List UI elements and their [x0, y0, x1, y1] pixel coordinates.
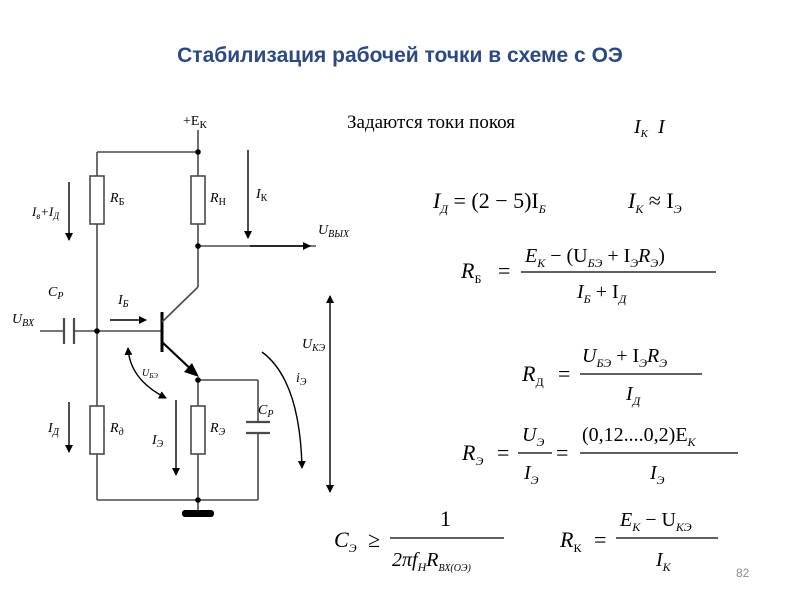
- svg-text:RЭ: RЭ: [461, 440, 483, 468]
- formula-rd: RД = UБЭ + IЭRЭ IД: [521, 345, 702, 408]
- node-ground: [195, 497, 201, 503]
- formula-rb: RБ = EК − (UБЭ + IЭRЭ) IБ + IД: [460, 245, 716, 306]
- capacitor-cp-input: [62, 318, 76, 344]
- label-rb: RБ: [109, 191, 125, 208]
- svg-text:EК − (UБЭ + IЭRЭ): EК − (UБЭ + IЭRЭ): [524, 245, 665, 270]
- formula-rk: RК = EК − UКЭ IК: [559, 509, 718, 574]
- resistor-rd: [89, 405, 105, 455]
- resistor-re: [190, 405, 206, 455]
- label-i-div: Iв+IД: [31, 204, 60, 221]
- given-text: Задаются токи покоя: [347, 112, 515, 133]
- label-u-ke: UКЭ: [302, 337, 326, 354]
- label-rn: RН: [209, 191, 226, 208]
- svg-text:≥: ≥: [368, 527, 380, 552]
- slide-title: Стабилизация рабочей точки в схеме с ОЭ: [177, 44, 623, 67]
- label-i-k: IК: [255, 187, 268, 204]
- label-i-e: IЭ: [151, 433, 164, 450]
- svg-text:UЭ: UЭ: [522, 424, 544, 449]
- page-number: 82: [736, 566, 750, 580]
- svg-text:CЭ: CЭ: [334, 527, 357, 555]
- arrow-u-be: [124, 347, 167, 399]
- svg-text:IК: IК: [655, 549, 672, 574]
- formula-ik: IК ≈ IЭ: [627, 188, 682, 216]
- label-u-out: UВЫХ: [318, 223, 350, 240]
- node-collector: [195, 243, 201, 249]
- label-rd: Rд: [109, 421, 124, 438]
- svg-text:=: =: [498, 258, 510, 283]
- label-re: RЭ: [209, 421, 226, 438]
- label-cp-input: CР: [48, 285, 63, 302]
- formula-re: RЭ = UЭ IЭ = (0,12....0,2)EК IЭ: [461, 424, 738, 487]
- svg-text:=: =: [594, 527, 606, 552]
- arrow-i-e-ac: [261, 351, 306, 469]
- formula-id: IД = (2 − 5)IБ: [432, 188, 546, 216]
- svg-text:(0,12....0,2)EК: (0,12....0,2)EК: [582, 424, 697, 449]
- label-supply: +EК: [183, 114, 207, 131]
- label-ce: CР: [258, 403, 273, 420]
- label-u-be: UБЭ: [142, 368, 158, 380]
- svg-text:=: =: [556, 440, 568, 465]
- svg-text:=: =: [558, 361, 570, 386]
- circuit-wires: [40, 130, 316, 512]
- svg-text:RК: RК: [559, 527, 582, 555]
- capacitor-ce: [246, 420, 270, 435]
- svg-text:EК − UКЭ: EК − UКЭ: [619, 509, 692, 534]
- svg-text:=: =: [497, 440, 509, 465]
- svg-text:IД: IД: [625, 383, 642, 408]
- label-i-b: IБ: [117, 293, 129, 310]
- svg-text:RД: RД: [521, 361, 544, 389]
- ground-symbol: [182, 510, 214, 517]
- svg-text:2πfНRВХ(ОЭ): 2πfНRВХ(ОЭ): [392, 549, 472, 574]
- resistor-rn: [190, 175, 206, 225]
- svg-text:UБЭ + IЭRЭ: UБЭ + IЭRЭ: [582, 345, 667, 370]
- resistor-rb: [89, 175, 105, 225]
- emitter-arrow: [184, 363, 199, 377]
- svg-text:1: 1: [440, 506, 451, 531]
- node-supply: [195, 149, 201, 155]
- label-i-d: IД: [47, 421, 60, 438]
- label-i-e-ac: iЭ: [296, 371, 307, 388]
- node-base: [94, 328, 100, 334]
- svg-text:RБ: RБ: [460, 258, 481, 286]
- label-u-in: UВХ: [12, 312, 35, 329]
- svg-text:IБ + IД: IБ + IД: [576, 281, 628, 306]
- svg-text:IЭ: IЭ: [649, 462, 665, 487]
- svg-text:IЭ: IЭ: [523, 462, 539, 487]
- node-emitter: [195, 377, 201, 383]
- formula-ce: CЭ ≥ 1 2πfНRВХ(ОЭ): [334, 506, 504, 574]
